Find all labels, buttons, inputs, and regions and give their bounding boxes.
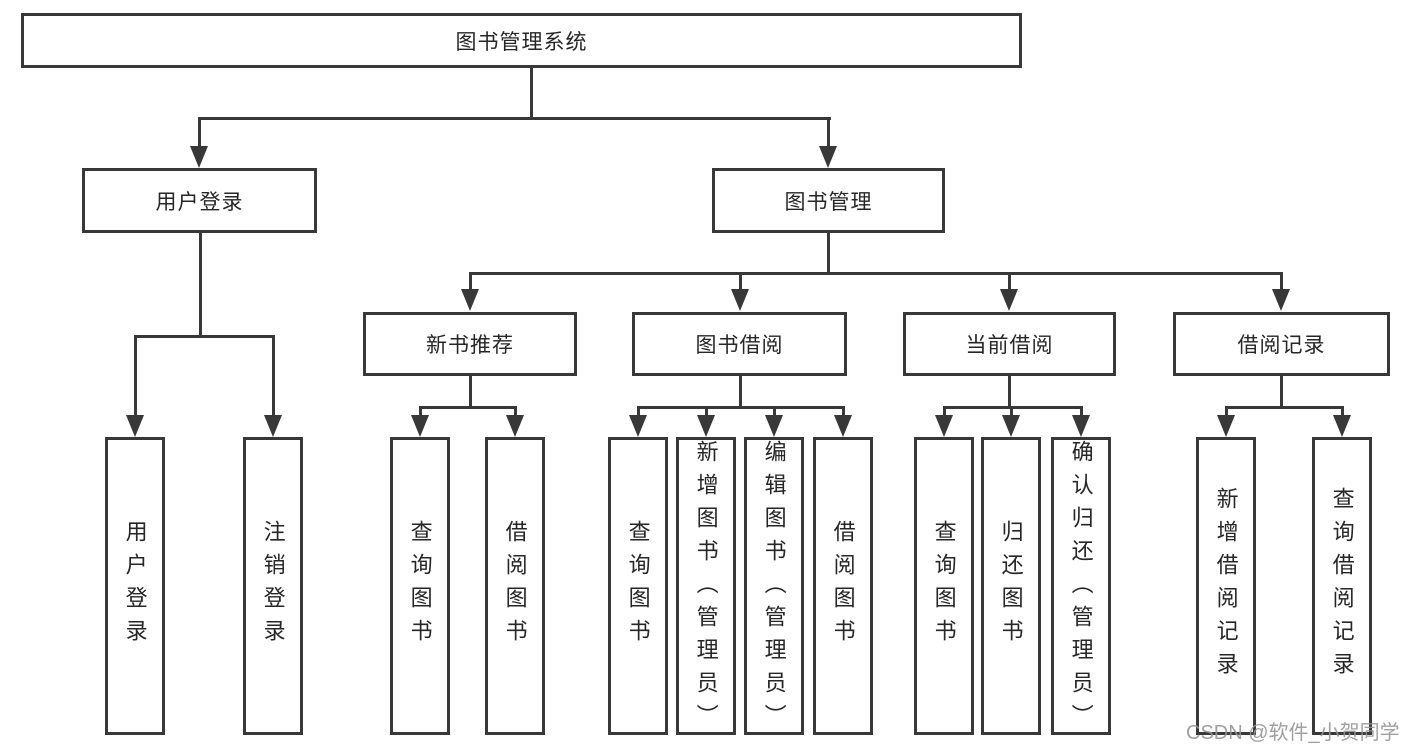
leaf-logout: 注销登录 xyxy=(243,437,303,735)
node-label: 新增借阅记录 xyxy=(1213,487,1239,685)
node-label: 编辑图书（管理员） xyxy=(761,440,787,737)
leaf-query-borrow-record: 查询借阅记录 xyxy=(1312,437,1372,735)
leaf-return-book: 归还图书 xyxy=(981,437,1041,735)
arrowhead-down-icon xyxy=(1272,289,1290,311)
arrowhead-down-icon xyxy=(1217,415,1235,437)
connector-line xyxy=(1009,406,1013,419)
connector-line xyxy=(133,334,275,338)
connector-line xyxy=(1079,406,1083,419)
connector-line xyxy=(772,406,776,419)
node-new-book-recommend: 新书推荐 xyxy=(363,312,577,376)
arrowhead-down-icon xyxy=(190,146,208,168)
leaf-borrow-books-borrowing: 借阅图书 xyxy=(813,437,873,735)
node-label: 归还图书 xyxy=(998,520,1024,652)
node-label: 查询借阅记录 xyxy=(1329,487,1355,685)
connector-line xyxy=(197,117,201,150)
node-user-login: 用户登录 xyxy=(82,168,317,233)
connector-line xyxy=(826,233,830,275)
node-root: 图书管理系统 xyxy=(21,13,1022,68)
node-label: 图书管理 xyxy=(784,190,873,214)
node-label: 当前借阅 xyxy=(965,334,1054,357)
arrowhead-down-icon xyxy=(264,415,282,437)
connector-line xyxy=(197,116,831,120)
node-label: 新增图书（管理员） xyxy=(693,440,719,737)
connector-line xyxy=(636,405,845,409)
connector-line xyxy=(704,406,708,419)
connector-line xyxy=(1007,376,1011,409)
connector-line xyxy=(738,272,742,294)
node-label: 查询图书 xyxy=(625,520,651,652)
arrowhead-down-icon xyxy=(765,415,783,437)
leaf-query-books-current: 查询图书 xyxy=(914,437,974,735)
connector-line xyxy=(418,406,422,419)
connector-line xyxy=(1279,272,1283,294)
node-label: 借阅记录 xyxy=(1237,334,1326,357)
node-label: 确认归还（管理员） xyxy=(1068,440,1094,737)
connector-line xyxy=(133,335,137,419)
connector-line xyxy=(942,406,946,419)
watermark: CSDN @软件_小贺同学 xyxy=(1186,722,1400,744)
arrowhead-down-icon xyxy=(629,415,647,437)
node-label: 查询图书 xyxy=(931,520,957,652)
arrowhead-down-icon xyxy=(819,146,837,168)
connector-line xyxy=(636,406,640,419)
connector-line xyxy=(468,272,472,294)
connector-line xyxy=(1340,406,1344,419)
arrowhead-down-icon xyxy=(411,415,429,437)
node-label: 新书推荐 xyxy=(426,334,514,357)
node-borrowing-records: 借阅记录 xyxy=(1173,312,1390,376)
connector-line xyxy=(1224,406,1228,419)
node-current-borrowing: 当前借阅 xyxy=(903,312,1116,376)
leaf-query-books-borrowing: 查询图书 xyxy=(608,437,668,735)
connector-line xyxy=(468,376,472,409)
arrowhead-down-icon xyxy=(1000,289,1018,311)
connector-line xyxy=(468,271,1283,275)
arrowhead-down-icon xyxy=(697,415,715,437)
connector-line xyxy=(942,405,1083,409)
connector-line xyxy=(529,68,533,120)
connector-line xyxy=(271,335,275,419)
leaf-confirm-return-admin: 确认归还（管理员） xyxy=(1051,437,1111,737)
connector-line xyxy=(1279,376,1283,409)
node-label: 图书借阅 xyxy=(695,334,784,357)
arrowhead-down-icon xyxy=(1072,415,1090,437)
leaf-borrow-books-recommend: 借阅图书 xyxy=(485,437,545,735)
connector-line xyxy=(738,376,742,409)
leaf-user-login: 用户登录 xyxy=(105,437,165,735)
node-label: 用户登录 xyxy=(122,520,148,652)
node-book-borrowing: 图书借阅 xyxy=(632,312,847,376)
connector-line xyxy=(1007,272,1011,294)
arrowhead-down-icon xyxy=(731,289,749,311)
arrowhead-down-icon xyxy=(461,289,479,311)
connector-line xyxy=(826,117,830,150)
connector-line xyxy=(418,405,517,409)
arrowhead-down-icon xyxy=(834,415,852,437)
connector-line xyxy=(1224,405,1344,409)
arrowhead-down-icon xyxy=(935,415,953,437)
node-label: 注销登录 xyxy=(260,520,286,652)
node-label: 用户登录 xyxy=(155,190,244,214)
leaf-add-borrow-record: 新增借阅记录 xyxy=(1196,437,1256,735)
connector-line xyxy=(841,406,845,419)
node-book-management: 图书管理 xyxy=(712,168,945,233)
leaf-add-book-admin: 新增图书（管理员） xyxy=(676,437,736,737)
node-label: 图书管理系统 xyxy=(455,30,588,54)
arrowhead-down-icon xyxy=(1333,415,1351,437)
node-label: 借阅图书 xyxy=(502,520,528,652)
connector-line xyxy=(198,233,202,338)
arrowhead-down-icon xyxy=(1002,415,1020,437)
node-label: 借阅图书 xyxy=(830,520,856,652)
arrowhead-down-icon xyxy=(506,415,524,437)
node-label: 查询图书 xyxy=(407,520,433,652)
arrowhead-down-icon xyxy=(126,415,144,437)
leaf-query-books-recommend: 查询图书 xyxy=(390,437,450,735)
connector-line xyxy=(513,406,517,419)
leaf-edit-book-admin: 编辑图书（管理员） xyxy=(744,437,804,737)
